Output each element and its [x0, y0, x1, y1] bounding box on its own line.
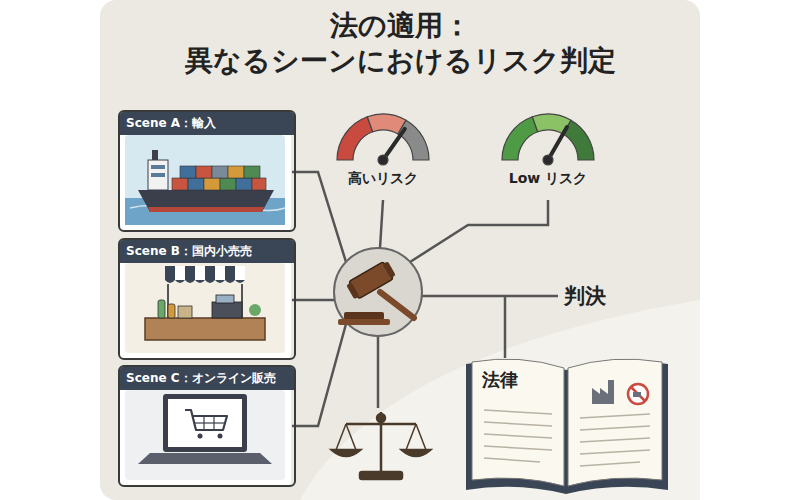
node-text: 高いリスク [348, 170, 418, 186]
scene-box: Scene A：輸入 [118, 110, 296, 232]
title: 法の適用： 異なるシーンにおけるリスク判定 [150, 8, 650, 78]
low-risk-gauge [502, 114, 594, 165]
wire [380, 200, 383, 248]
high-risk-gauge [337, 114, 429, 165]
wire [292, 299, 334, 302]
panel [100, 0, 700, 500]
ship-illustration [125, 135, 285, 225]
law-book-box: 法律 [466, 356, 668, 492]
node-text: 法律 [466, 356, 518, 392]
wire [292, 172, 346, 262]
laptop-illustration [125, 390, 285, 480]
risk-gauge: 高いリスク [333, 168, 433, 194]
wire [504, 296, 507, 358]
scales-icon [332, 412, 430, 479]
scene-heading: Scene A：輸入 [120, 112, 294, 135]
gavel-icon [334, 248, 422, 336]
scene-box: Scene C：オンライン販売 [118, 365, 296, 487]
verdict-label: 判決 [564, 282, 606, 310]
shop-illustration [125, 263, 285, 353]
wire [422, 295, 558, 298]
scene-heading: Scene C：オンライン販売 [120, 367, 294, 390]
wire [292, 324, 346, 426]
wire [377, 336, 380, 408]
node-text: Low リスク [509, 170, 587, 186]
scene-box: Scene B：国内小売売 [118, 238, 296, 360]
risk-gauge: Low リスク [498, 168, 598, 194]
scene-heading: Scene B：国内小売売 [120, 240, 294, 263]
wire [410, 200, 548, 262]
